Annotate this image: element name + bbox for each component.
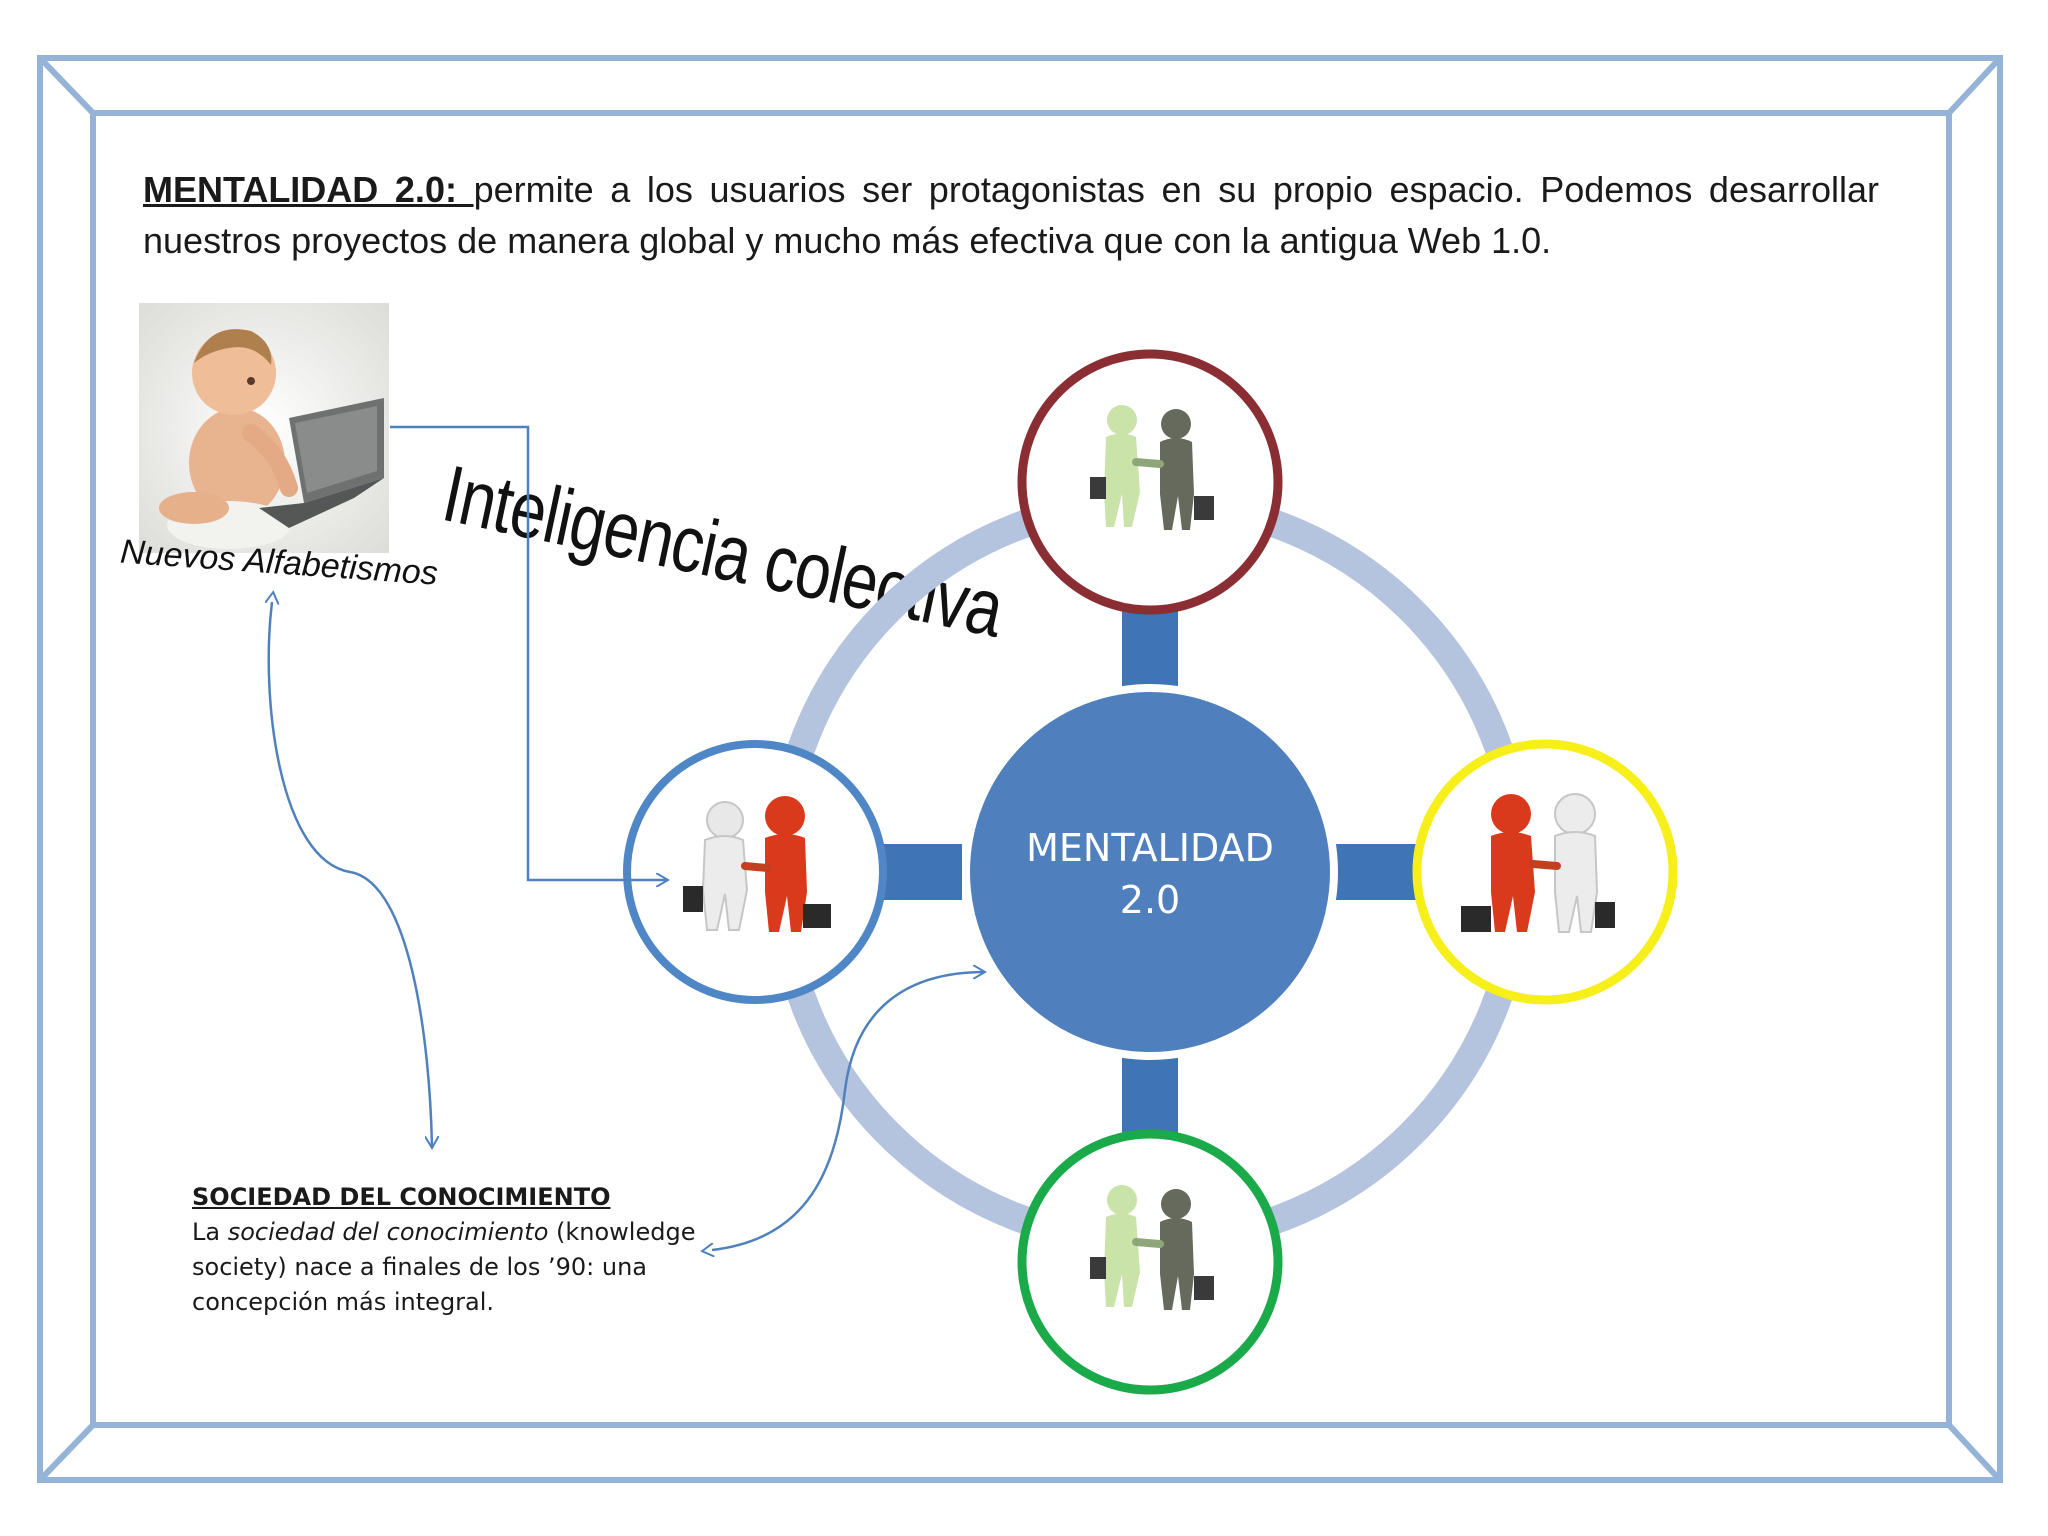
sociedad-body-em: sociedad del conocimiento: [228, 1218, 549, 1246]
sociedad-body: La sociedad del conocimiento (knowledge …: [192, 1215, 712, 1320]
connector-left: [880, 844, 962, 900]
connector-bottom: [1122, 1053, 1178, 1140]
arrow-alfabetismos-sociedad: [269, 602, 432, 1148]
sociedad-body-pre: La: [192, 1218, 228, 1246]
node-bottom: [1022, 1134, 1278, 1390]
sociedad-title: SOCIEDAD DEL CONOCIMIENTO: [192, 1180, 712, 1215]
node-left: [627, 744, 883, 1000]
sociedad-conocimiento-block: SOCIEDAD DEL CONOCIMIENTO La sociedad de…: [192, 1180, 712, 1320]
center-label: MENTALIDAD 2.0: [970, 822, 1330, 926]
arrow-sociedad-center: [712, 972, 985, 1250]
center-label-line1: MENTALIDAD: [970, 822, 1330, 874]
node-right: [1417, 744, 1673, 1000]
connector-top: [1122, 610, 1178, 690]
node-top: [1022, 354, 1278, 610]
connector-right: [1336, 844, 1418, 900]
arrow-photo-to-left-node: [390, 427, 668, 880]
center-label-line2: 2.0: [970, 874, 1330, 926]
